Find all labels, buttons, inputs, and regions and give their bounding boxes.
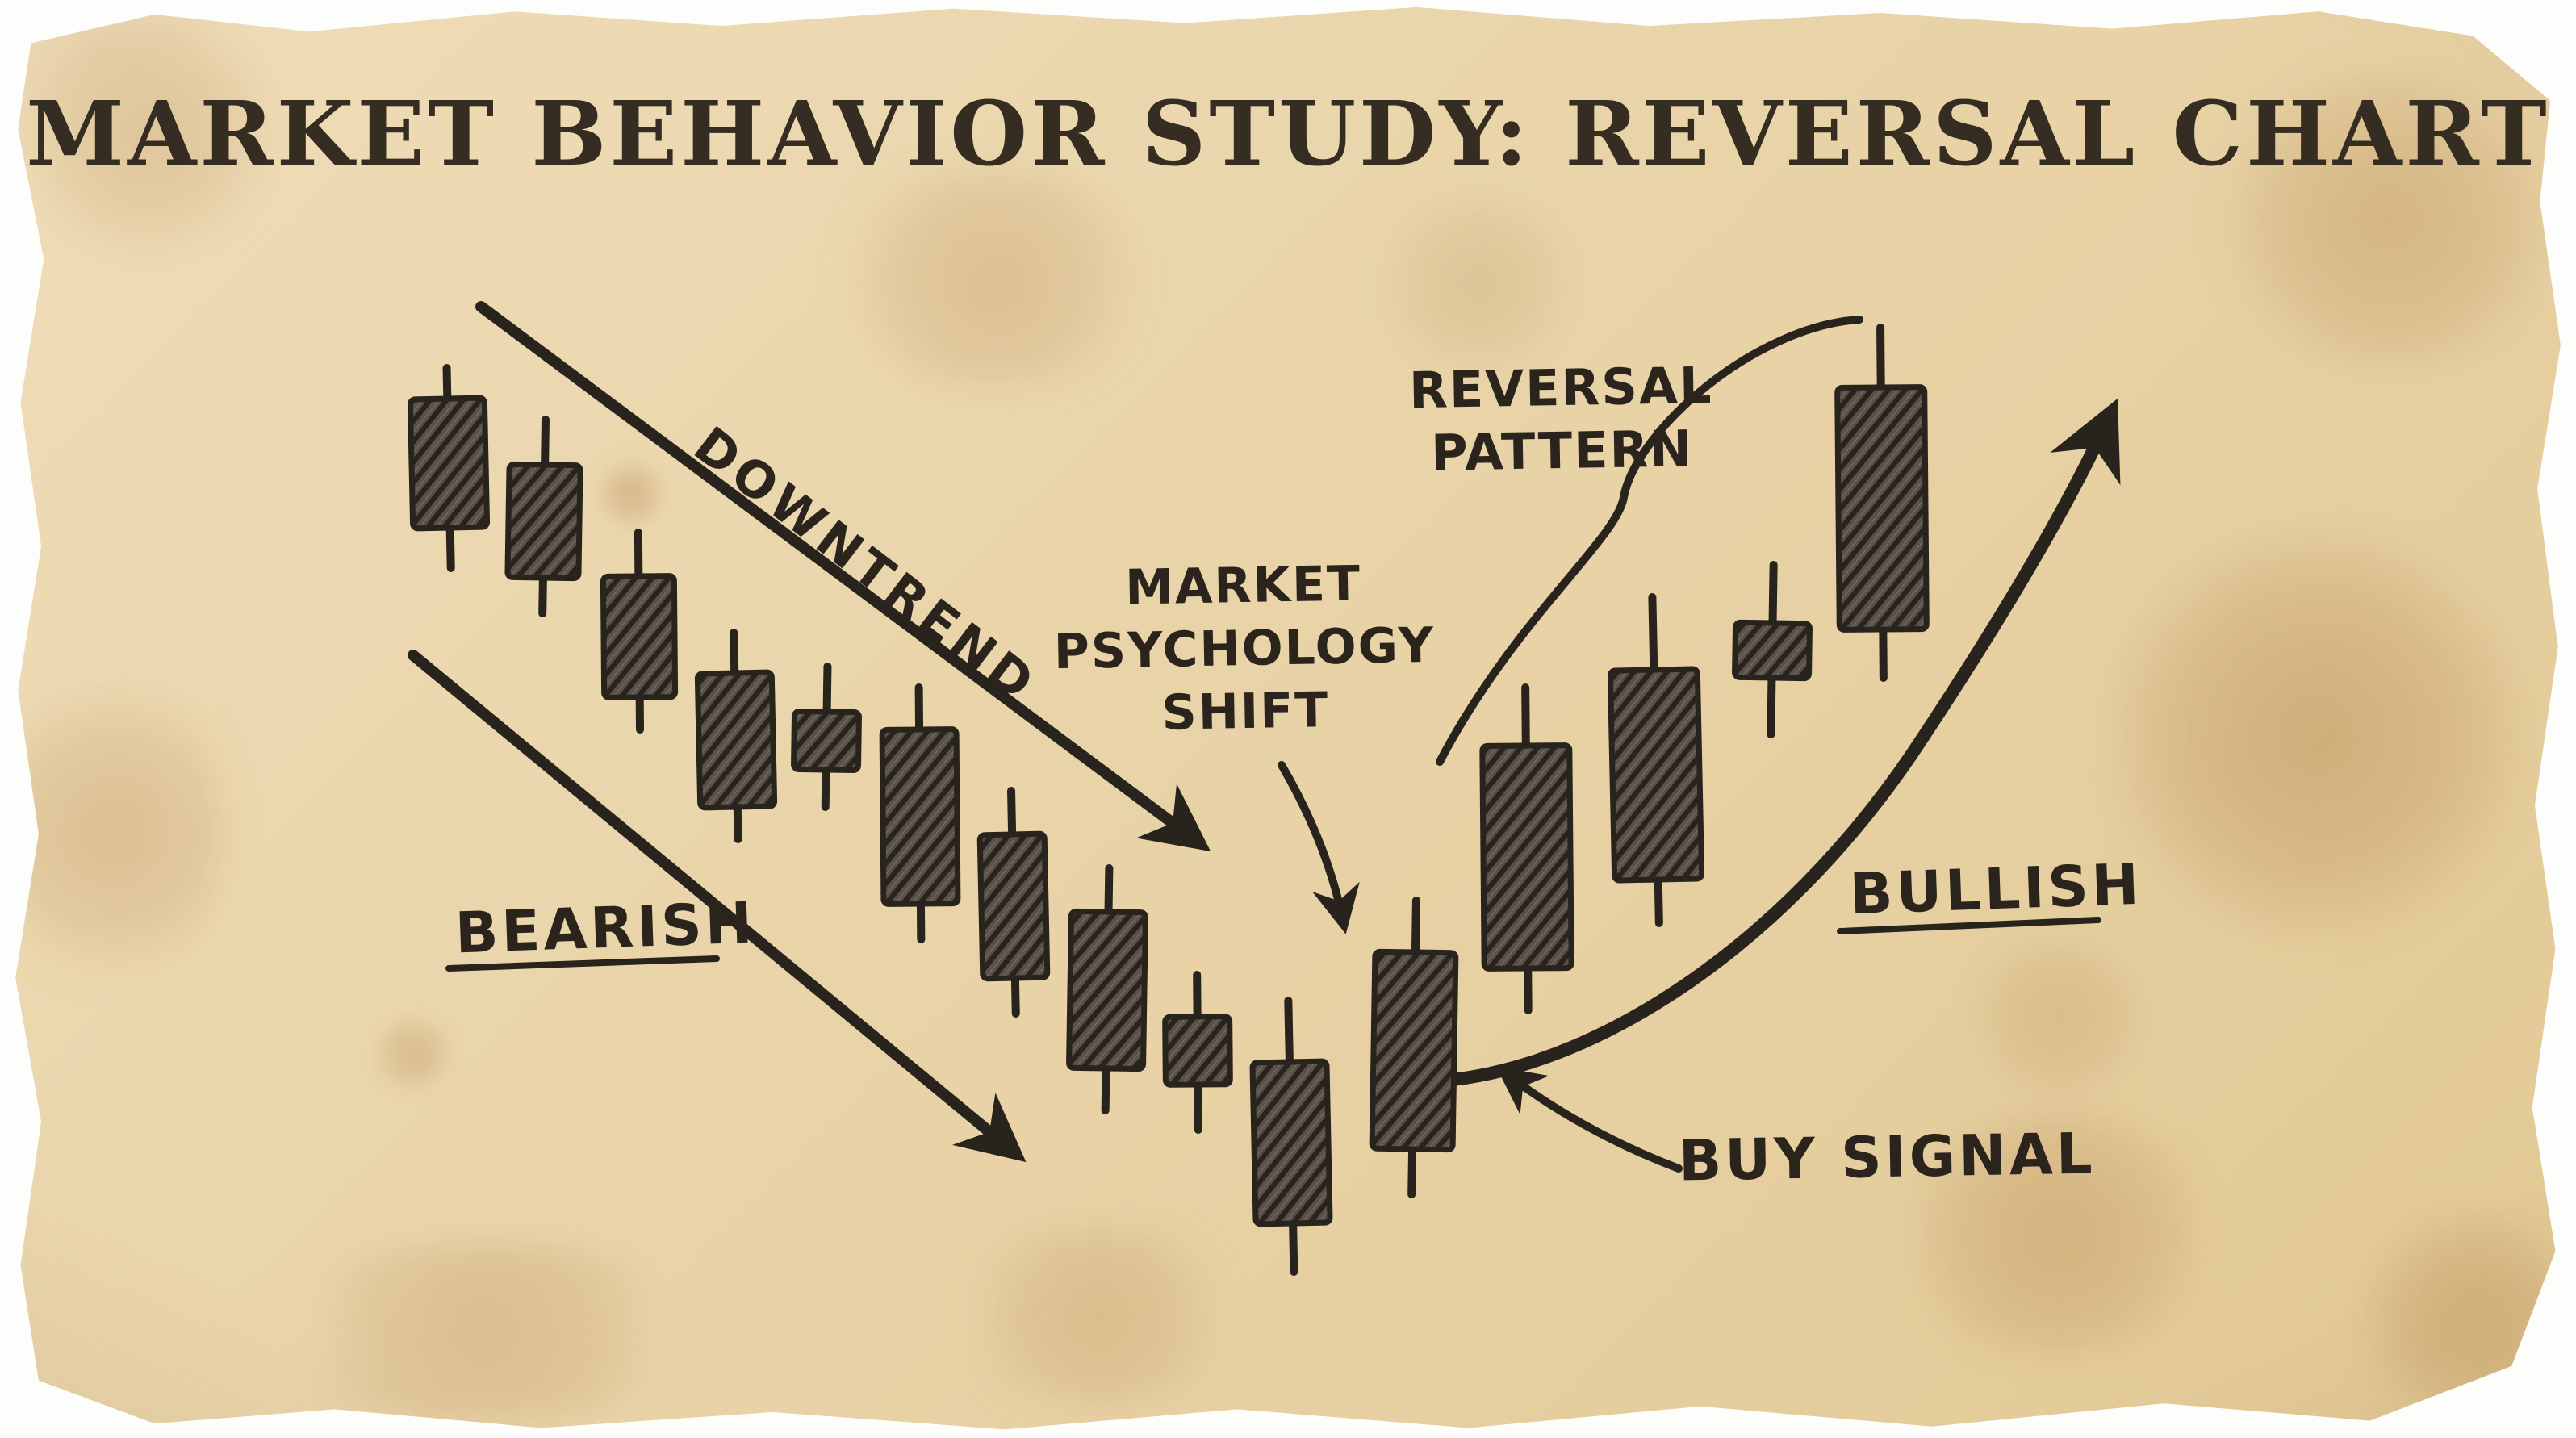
candlestick-downtrend — [879, 683, 961, 943]
candlestick-downtrend — [407, 364, 491, 572]
page-title: MARKET BEHAVIOR STUDY: REVERSAL CHART — [26, 81, 2550, 186]
candle-body — [407, 395, 491, 532]
candle-body — [791, 708, 862, 774]
candlestick-downtrend — [694, 629, 778, 843]
candlestick-reversal — [1369, 897, 1459, 1198]
buy-signal-label: BUY SIGNAL — [1678, 1122, 2097, 1195]
candle-body — [976, 830, 1051, 982]
market-psychology-shift-label: MARKET PSYCHOLOGY SHIFT — [1053, 556, 1436, 742]
candlestick-downtrend — [976, 787, 1051, 1018]
candlestick-downtrend — [1162, 971, 1233, 1134]
candlestick-downtrend — [504, 416, 583, 617]
candle-body — [1249, 1058, 1333, 1227]
candlestick-downtrend — [1249, 997, 1333, 1276]
candlestick-downtrend — [1066, 864, 1148, 1114]
reversal-pattern-label: REVERSAL PATTERN — [1408, 357, 1714, 483]
buy-signal-arrow — [1495, 1066, 1683, 1173]
candle-body — [1162, 1014, 1233, 1088]
candle-body — [1834, 384, 1930, 633]
candle-body — [1479, 742, 1574, 972]
psychology-shift-arrow — [1278, 761, 1360, 934]
candle-body — [504, 461, 583, 582]
candlestick-downtrend — [600, 529, 679, 734]
candlestick-uptrend — [1607, 593, 1705, 927]
candlestick-uptrend — [1732, 561, 1813, 738]
candlestick-uptrend — [1834, 324, 1930, 682]
candle-body — [600, 573, 679, 700]
candle-body — [879, 726, 961, 907]
candlestick-uptrend — [1479, 683, 1574, 1014]
bullish-label: BULLISH — [1848, 853, 2143, 929]
candle-body — [1732, 619, 1813, 682]
candle-body — [1369, 948, 1459, 1153]
candle-body — [1066, 908, 1148, 1072]
candle-body — [1607, 666, 1705, 884]
bearish-label: BEARISH — [454, 892, 757, 968]
candlestick-downtrend — [791, 663, 862, 811]
candle-body — [694, 669, 778, 811]
